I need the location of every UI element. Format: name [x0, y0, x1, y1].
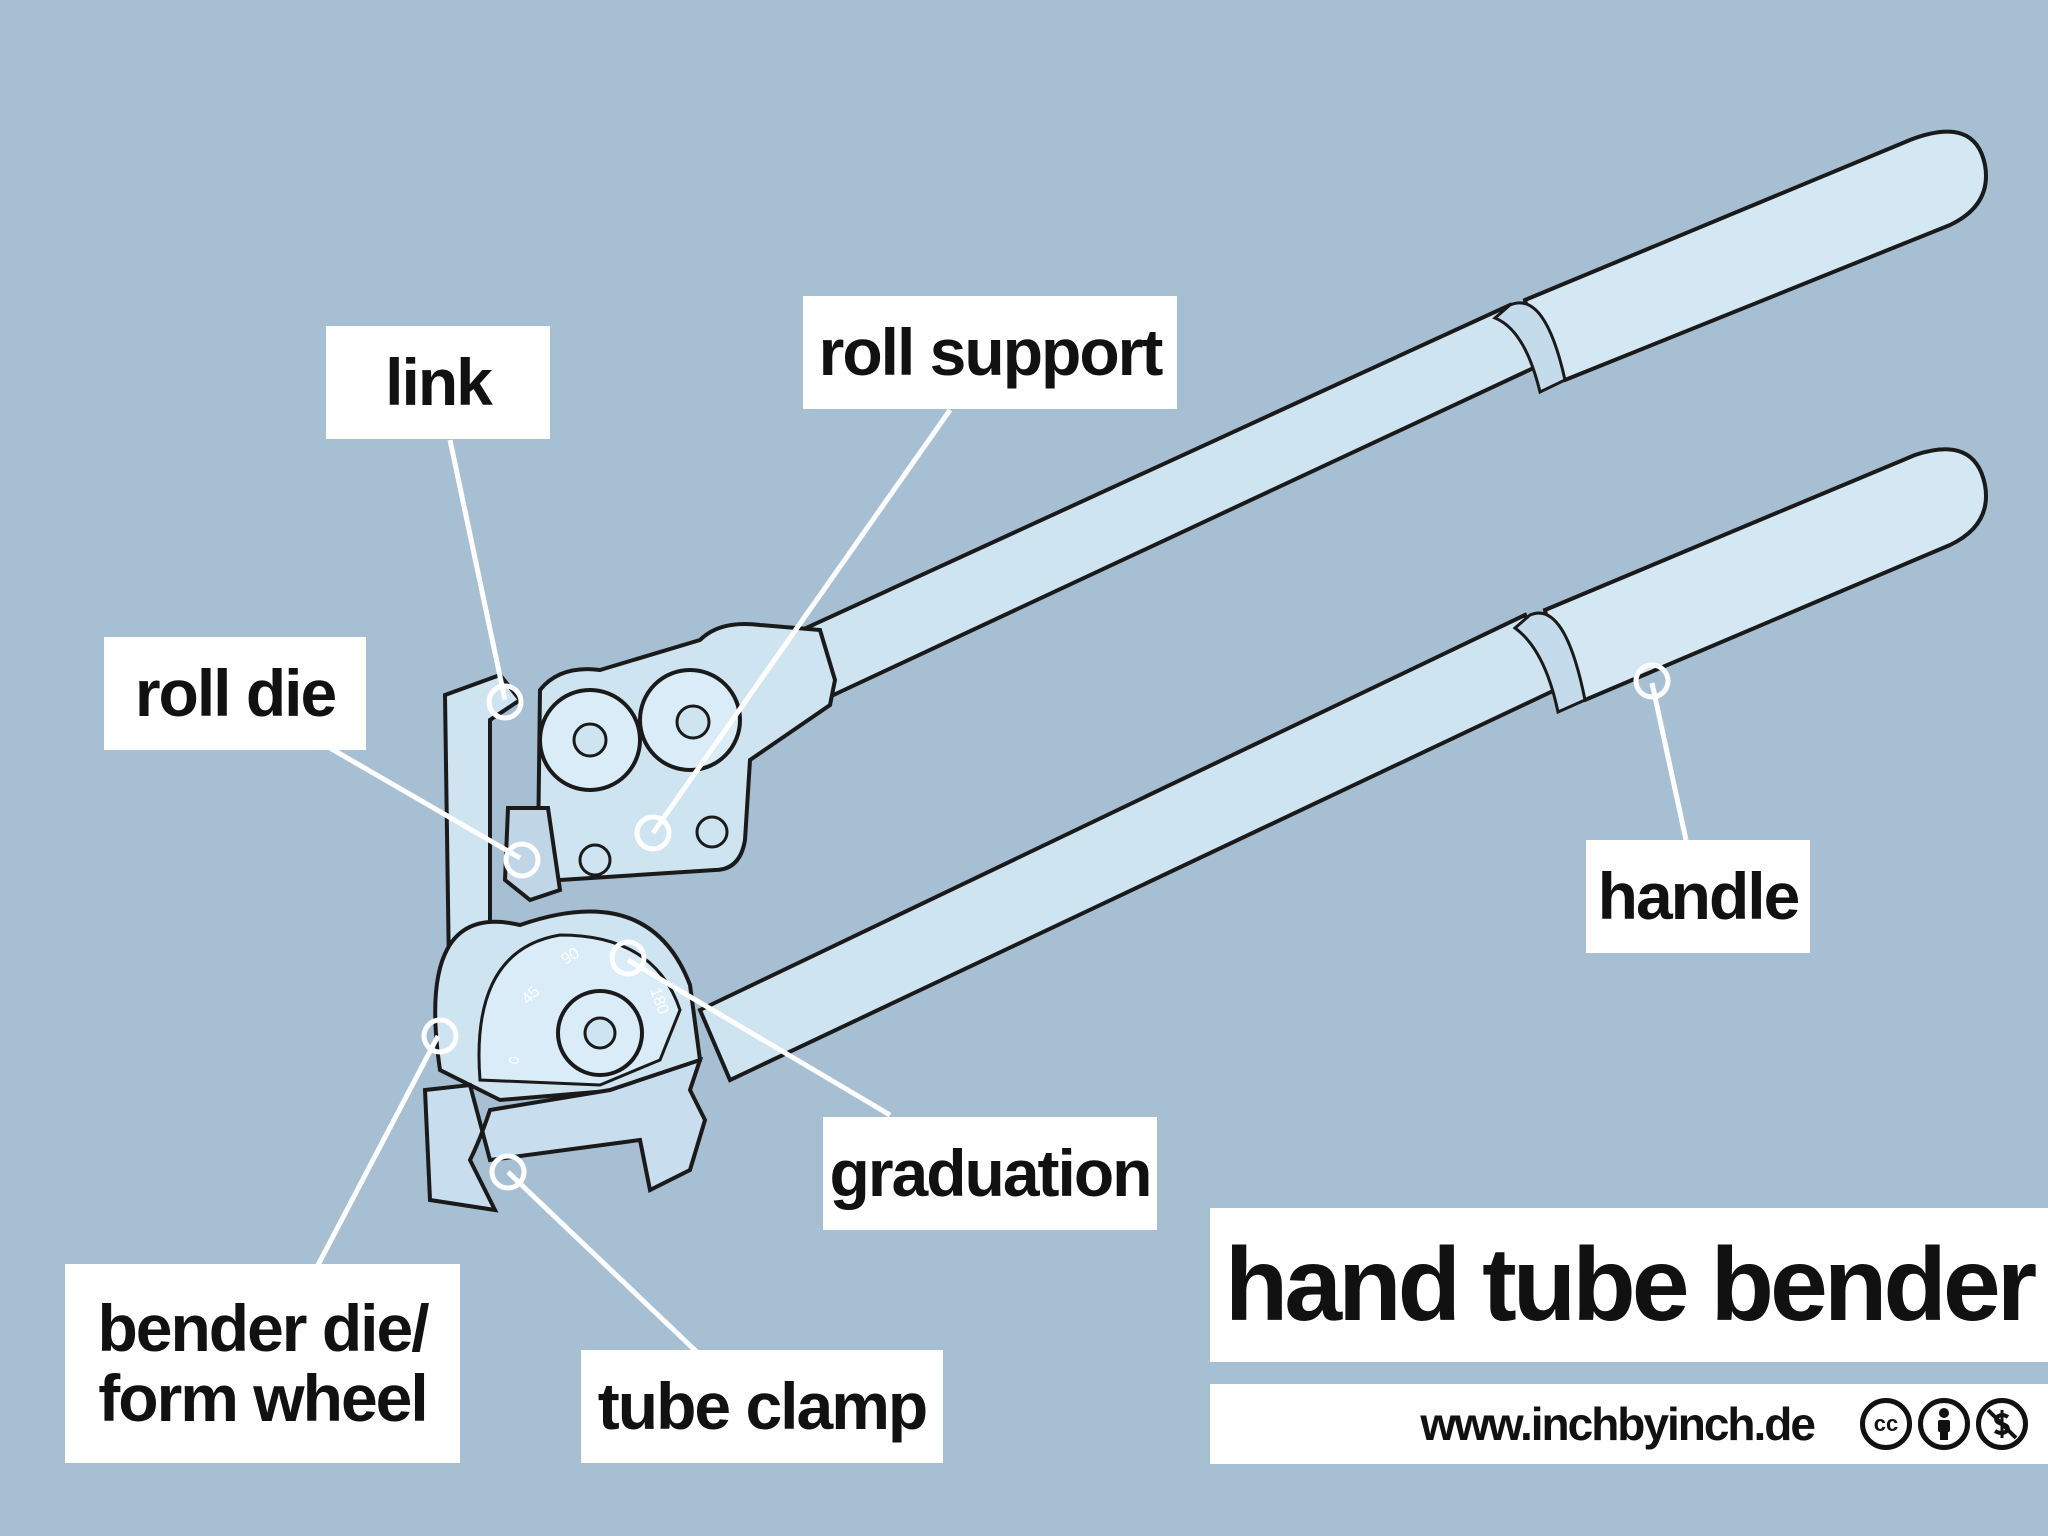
label-bender-die-line2: form wheel — [98, 1360, 428, 1435]
marker-circles — [421, 662, 1671, 1191]
roll-support-plate — [535, 622, 838, 883]
label-bender-die-line1: bender die/ — [97, 1291, 429, 1366]
form-wheel: 0 45 90 180 — [433, 909, 703, 1103]
label-link: link — [326, 326, 550, 439]
label-graduation: graduation — [823, 1117, 1157, 1230]
leader-lines — [315, 408, 1689, 1357]
upper-handle — [777, 129, 1988, 708]
nc-icon — [1976, 1398, 2028, 1450]
cc-icon: cc — [1860, 1398, 1912, 1450]
page-title: hand tube bender — [1210, 1208, 2048, 1362]
lower-handle — [697, 447, 1988, 1083]
by-icon — [1918, 1398, 1970, 1450]
tube-clamp-part — [422, 1056, 708, 1213]
graduation-mark: 90 — [559, 945, 583, 969]
label-handle: handle — [1586, 840, 1810, 953]
graduation-mark: 0 — [505, 1055, 522, 1066]
person-icon — [1938, 1408, 1950, 1440]
label-tube-clamp: tube clamp — [581, 1350, 943, 1463]
label-roll-support: roll support — [803, 296, 1177, 409]
label-bender-die-form-wheel: bender die/ form wheel — [65, 1264, 460, 1463]
label-roll-die: roll die — [104, 637, 366, 750]
site-url[interactable]: www.inchbyinch.de — [1420, 1398, 1816, 1450]
cc-icon-text: cc — [1873, 1411, 1899, 1436]
footer: www.inchbyinch.de cc — [1210, 1384, 2048, 1464]
no-dollar-icon — [1986, 1408, 2018, 1440]
